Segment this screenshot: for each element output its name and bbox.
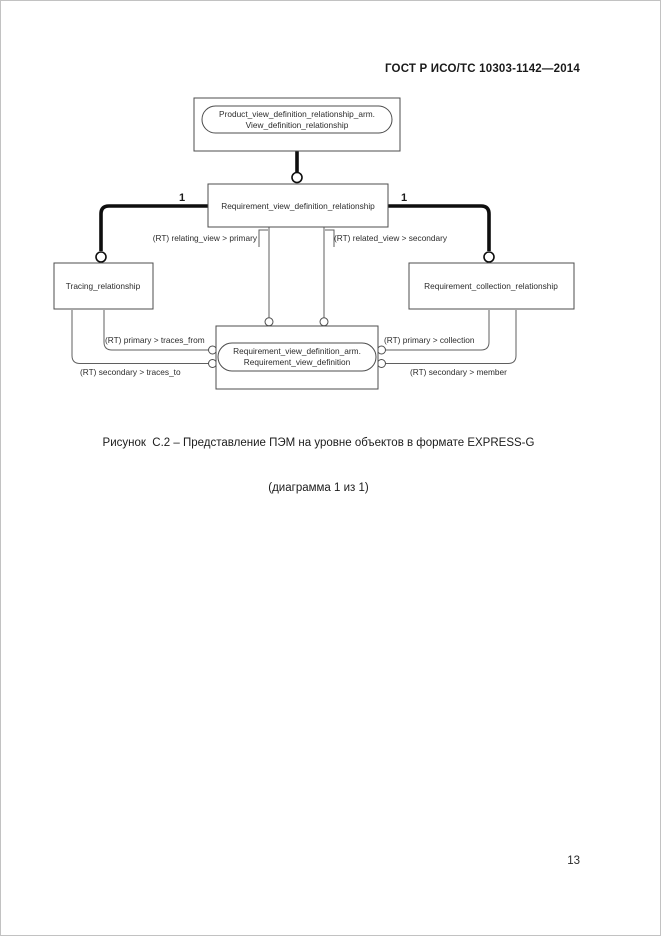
attribute-line-traces-to [71, 310, 209, 364]
figure-caption: Рисунок С.2 – Представление ПЭМ на уровн… [1, 406, 636, 526]
open-circle-bottom-box-right-lower [377, 359, 386, 368]
open-circle-left-box-top [95, 251, 107, 263]
relation-label-secondary-member: (RT) secondary > member [410, 367, 507, 377]
document-standard-header: ГОСТ Р ИСО/ТС 10303-1142—2014 [384, 63, 580, 75]
open-circle-bottom-box-left-lower [208, 359, 217, 368]
open-circle-right-box-top [483, 251, 495, 263]
label-bracket-right [325, 229, 335, 247]
entity-label-requirement-view-definition-line2: Requirement_view_definition [244, 357, 351, 367]
attribute-line-collection [385, 310, 490, 351]
entity-box-requirement-collection-relationship [408, 262, 575, 310]
cardinality-label-right: 1 [401, 192, 407, 204]
attribute-line-traces-from [103, 310, 209, 351]
open-circle-bottom-box-right-upper [377, 345, 386, 355]
relation-label-primary-traces-from: (RT) primary > traces_from [105, 335, 205, 345]
entity-stadium-product-view [201, 105, 393, 134]
figure-caption-line2: (диаграмма 1 из 1) [268, 482, 369, 494]
figure-caption-line1: Рисунок С.2 – Представление ПЭМ на уровн… [102, 437, 535, 449]
entity-label-requirement-view-definition-relationship: Requirement_view_definition_relationship [221, 201, 375, 211]
page-number: 13 [567, 855, 580, 867]
express-g-diagram: Product_view_definition_relationship_arm… [53, 97, 575, 390]
thick-connector-left [99, 204, 208, 251]
open-circle-bottom-box-left-upper [208, 345, 217, 355]
relation-label-secondary-traces-to: (RT) secondary > traces_to [80, 367, 181, 377]
entity-label-requirement-collection-relationship: Requirement_collection_relationship [424, 281, 558, 291]
relation-label-relating-view: (RT) relating_view > primary [153, 233, 258, 243]
label-bracket-left [258, 229, 268, 247]
entity-label-product-view-line1: Product_view_definition_relationship_arm… [219, 109, 375, 119]
entity-label-tracing-relationship: Tracing_relationship [66, 281, 141, 291]
thick-connector-right [388, 204, 491, 251]
entity-stadium-requirement-view-definition [217, 342, 377, 372]
relation-label-primary-collection: (RT) primary > collection [384, 335, 475, 345]
open-circle-bottom-box-top-left [264, 317, 274, 327]
attribute-line-member [385, 310, 517, 364]
entity-label-requirement-view-definition-line1: Requirement_view_definition_arm. [233, 346, 361, 356]
open-circle-middle-top [291, 171, 303, 184]
relation-label-related-view: (RT) related_view > secondary [334, 233, 448, 243]
open-circle-bottom-box-top-right [319, 317, 329, 327]
entity-box-requirement-view-definition-relationship [207, 183, 389, 228]
entity-box-tracing-relationship [53, 262, 154, 310]
entity-label-product-view-line2: View_definition_relationship [246, 120, 349, 130]
cardinality-label-left: 1 [179, 192, 185, 204]
